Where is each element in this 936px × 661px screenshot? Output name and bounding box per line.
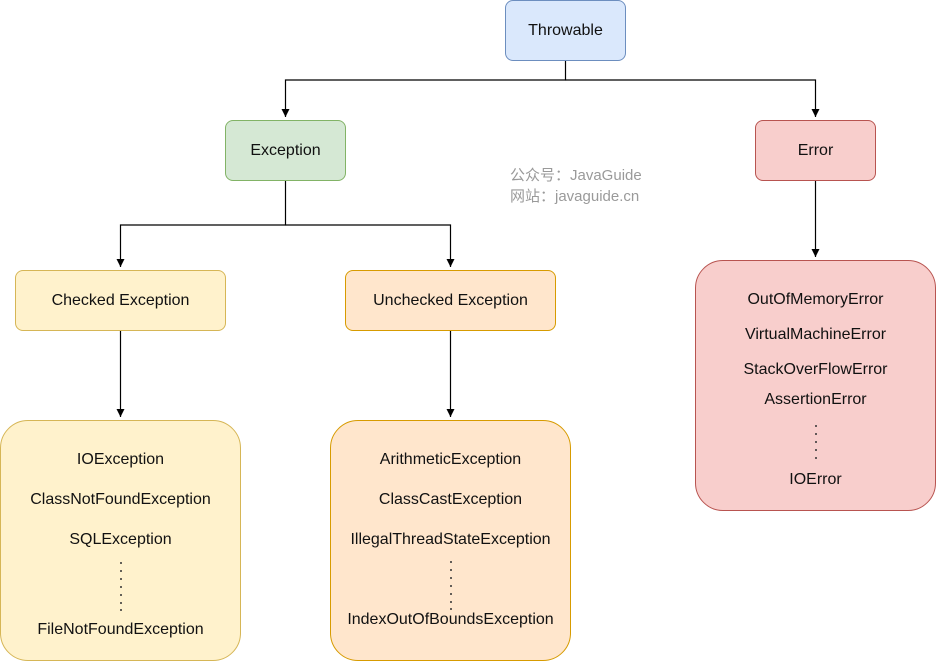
error-item: VirtualMachineError [744,326,887,343]
throwable-node: Throwable [505,0,626,61]
checked-exception-node: Checked Exception [15,270,226,331]
unchecked-item: ArithmeticException [379,451,522,468]
checked-item: ClassNotFoundException [30,491,211,508]
checked-item: IOException [76,451,165,468]
unchecked-item: ClassCastException [378,491,523,508]
exception-label: Exception [250,141,321,159]
ellipsis-dots [814,423,817,465]
edge-throwable-error [565,79,820,117]
error-label: Error [797,141,834,159]
edge-exception-unchecked [285,224,455,267]
edge-exception-checked [116,181,287,267]
watermark: 公众号：JavaGuide 网站：javaguide.cn [510,165,642,207]
error-list: OutOfMemoryError VirtualMachineError Sta… [695,260,936,511]
watermark-line: 网站：javaguide.cn [510,188,640,205]
ellipsis-dots [119,560,122,612]
error-item: AssertionError [764,391,867,408]
unchecked-exception-label: Unchecked Exception [373,291,528,309]
edge-throwable-exception [281,61,567,117]
exception-node: Exception [225,120,346,181]
checked-item: SQLException [69,531,172,548]
error-node: Error [755,120,876,181]
error-item: OutOfMemoryError [747,291,884,308]
watermark-line: 公众号：JavaGuide [510,167,642,184]
error-item: StackOverFlowError [743,361,888,378]
checked-exception-label: Checked Exception [51,291,190,309]
unchecked-exception-list: ArithmeticException ClassCastException I… [330,420,571,661]
checked-item: FileNotFoundException [37,621,204,638]
error-item: IOError [789,471,842,488]
unchecked-item: IndexOutOfBoundsException [347,611,554,628]
throwable-label: Throwable [528,21,603,39]
checked-exception-list: IOException ClassNotFoundException SQLEx… [0,420,241,661]
unchecked-item: IllegalThreadStateException [350,531,551,548]
ellipsis-dots [449,559,452,611]
unchecked-exception-node: Unchecked Exception [345,270,556,331]
